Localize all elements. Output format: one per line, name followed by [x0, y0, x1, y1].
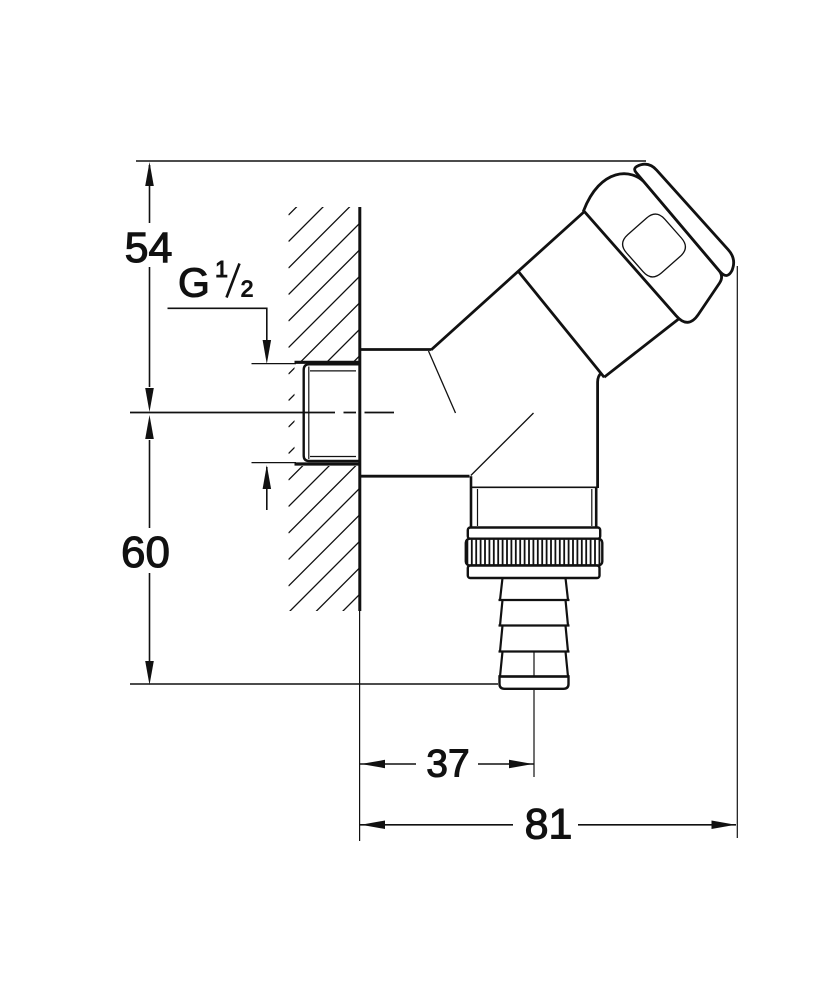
svg-text:54: 54: [125, 224, 173, 272]
svg-text:81: 81: [525, 801, 573, 849]
svg-text:2: 2: [241, 276, 254, 302]
svg-text:60: 60: [121, 528, 170, 577]
svg-text:1: 1: [215, 256, 228, 282]
svg-text:37: 37: [426, 743, 469, 786]
svg-text:G: G: [178, 260, 210, 306]
